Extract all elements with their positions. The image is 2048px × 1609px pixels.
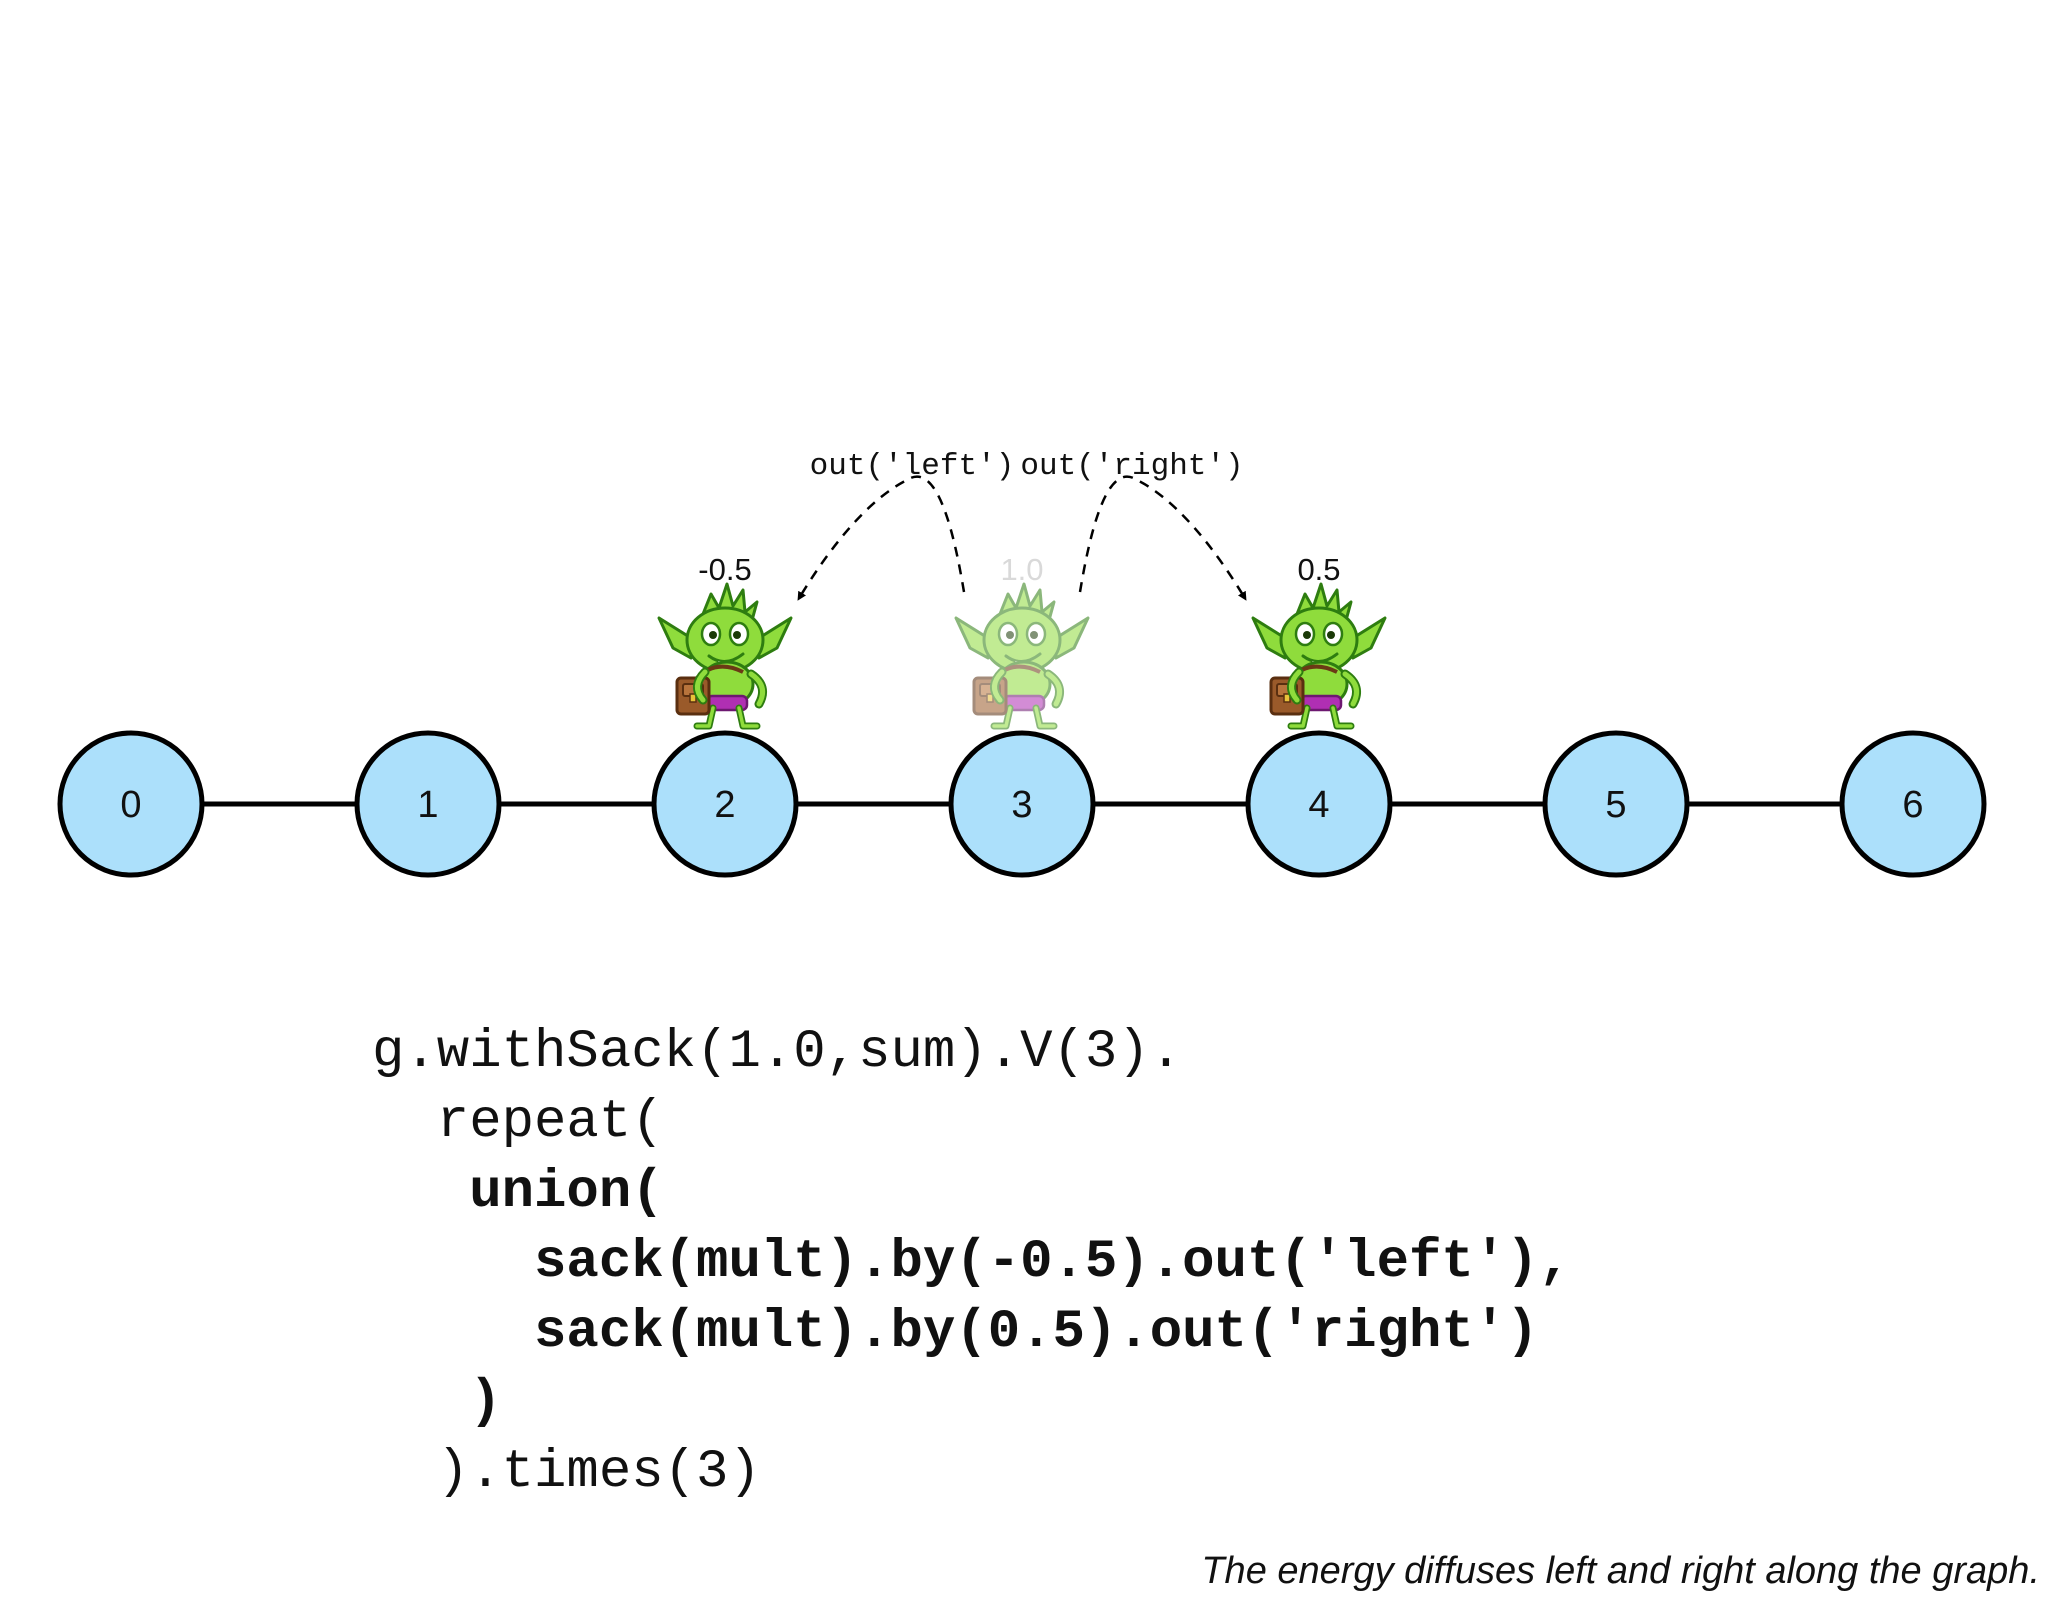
- nodes-layer: 0 1 2 3 4 5 6: [57, 730, 1987, 878]
- node-label: 6: [1902, 784, 1923, 826]
- node-circle: [1839, 730, 1987, 878]
- code-line: ).times(3): [372, 1442, 761, 1503]
- node-circle: [651, 730, 799, 878]
- node-label: 5: [1605, 784, 1626, 826]
- code-line: sack(mult).by(-0.5).out('left'),: [372, 1232, 1571, 1293]
- goblin-icon: [956, 584, 1088, 726]
- traversers-layer: -0.5 1.0 0.5: [659, 552, 1385, 726]
- out-right-arrow: [1078, 475, 1248, 601]
- code-line: ): [372, 1372, 502, 1433]
- node-circle: [354, 730, 502, 878]
- out-left-step-label: out('left'): [810, 449, 1015, 484]
- arrows-layer: out('left')out('right'): [796, 449, 1248, 601]
- node-2[interactable]: 2: [651, 730, 799, 878]
- node-circle: [948, 730, 1096, 878]
- sack-value-label: 0.5: [1297, 552, 1340, 587]
- node-circle: [1542, 730, 1690, 878]
- out-left-arrow: [796, 475, 966, 601]
- node-label: 1: [417, 784, 438, 826]
- node-3[interactable]: 3: [948, 730, 1096, 878]
- sack-value-label: 1.0: [1000, 552, 1043, 587]
- code-line: repeat(: [372, 1092, 664, 1153]
- node-circle: [57, 730, 205, 878]
- traverser-at-node-3: 1.0: [956, 552, 1088, 726]
- node-5[interactable]: 5: [1542, 730, 1690, 878]
- traverser-at-node-2: -0.5: [659, 552, 791, 726]
- node-label: 2: [714, 784, 735, 826]
- gremlin-code-block: g.withSack(1.0,sum).V(3). repeat( union(…: [372, 1018, 1571, 1508]
- node-label: 4: [1308, 784, 1329, 826]
- traverser-at-node-4: 0.5: [1253, 552, 1385, 726]
- goblin-icon: [1253, 584, 1385, 726]
- node-label: 0: [120, 784, 141, 826]
- node-4[interactable]: 4: [1245, 730, 1393, 878]
- node-6[interactable]: 6: [1839, 730, 1987, 878]
- code-line: sack(mult).by(0.5).out('right'): [372, 1302, 1539, 1363]
- code-line: g.withSack(1.0,sum).V(3).: [372, 1022, 1183, 1083]
- node-0[interactable]: 0: [57, 730, 205, 878]
- out-right-step-label: out('right'): [1020, 449, 1243, 484]
- node-1[interactable]: 1: [354, 730, 502, 878]
- sack-value-label: -0.5: [698, 552, 751, 587]
- goblin-icon: [659, 584, 791, 726]
- code-line: union(: [372, 1162, 664, 1223]
- node-label: 3: [1011, 784, 1032, 826]
- figure-caption: The energy diffuses left and right along…: [1201, 1550, 2040, 1592]
- node-circle: [1245, 730, 1393, 878]
